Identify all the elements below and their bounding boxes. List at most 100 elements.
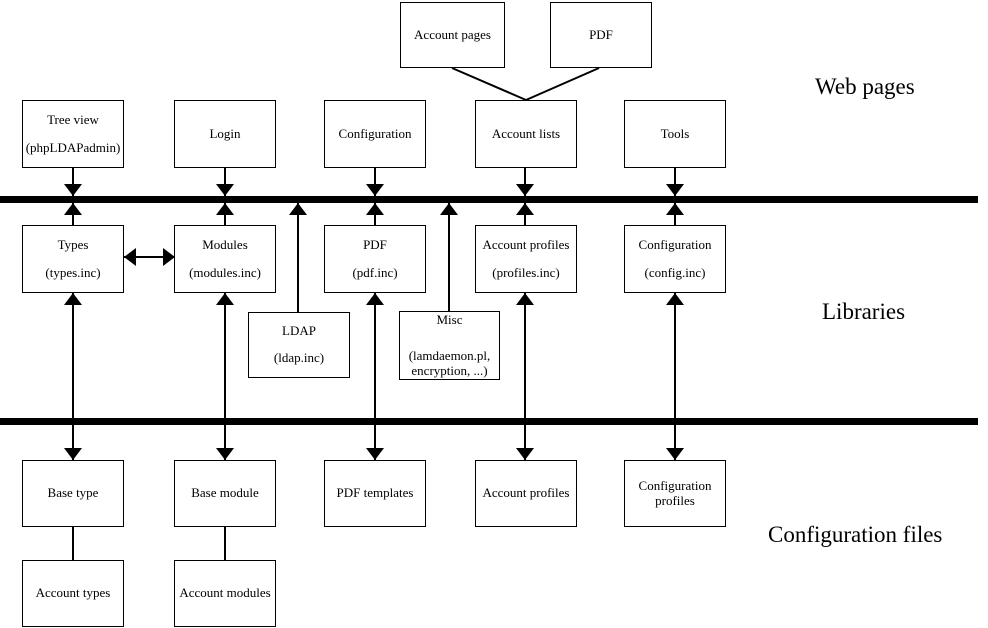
- box-label: Account pages: [414, 26, 491, 42]
- arrowhead-up: [64, 293, 82, 305]
- box-pdf-lib: PDF (pdf.inc): [324, 225, 426, 293]
- arrowhead-up: [666, 293, 684, 305]
- arrowhead-up: [516, 293, 534, 305]
- box-label: Account profiles: [482, 236, 570, 252]
- box-label: Tools: [660, 125, 690, 141]
- box-base-module: Base module: [174, 460, 276, 527]
- line-ldap-to-bus: [297, 203, 299, 312]
- line-base-module-to-account-modules: [224, 527, 226, 560]
- line-login-to-bus: [224, 168, 226, 196]
- arrowhead-up: [366, 293, 384, 305]
- box-sublabel: (modules.inc): [189, 264, 261, 280]
- box-sublabel: (pdf.inc): [352, 264, 398, 280]
- box-ldap: LDAP (ldap.inc): [248, 312, 350, 378]
- box-configuration-profiles: Configuration profiles: [624, 460, 726, 527]
- box-account-types: Account types: [22, 560, 124, 627]
- arrowhead-down: [64, 184, 82, 196]
- section-label-web-pages: Web pages: [815, 74, 915, 99]
- arrowhead-up: [366, 203, 384, 215]
- line-pdf-lib-to-pdf-templates: [374, 293, 376, 460]
- line-tree-view-to-bus: [72, 168, 74, 196]
- box-label: Types: [57, 236, 89, 252]
- arrowhead-down: [516, 184, 534, 196]
- bus-libraries-to-config-files: [0, 418, 978, 425]
- box-configuration-page: Configuration: [324, 100, 426, 168]
- arrowhead-up: [216, 293, 234, 305]
- line-modules-to-base-module: [224, 293, 226, 460]
- box-login: Login: [174, 100, 276, 168]
- box-account-profiles-lib: Account profiles (profiles.inc): [475, 225, 577, 293]
- arrowhead-up: [516, 203, 534, 215]
- box-label: Account modules: [179, 585, 271, 601]
- box-base-type: Base type: [22, 460, 124, 527]
- line-base-type-to-account-types: [72, 527, 74, 560]
- arrowhead-down: [366, 184, 384, 196]
- box-label: Account lists: [491, 125, 561, 141]
- box-label: Login: [209, 125, 241, 141]
- arrowhead-down: [666, 184, 684, 196]
- arrowhead-up: [289, 203, 307, 215]
- box-label: PDF: [589, 26, 613, 42]
- box-account-pages: Account pages: [400, 2, 505, 68]
- box-label: Modules: [202, 236, 248, 252]
- box-label: Configuration: [638, 477, 712, 493]
- line-account-lists-to-bus: [524, 168, 526, 196]
- line-profiles-lib-to-profiles-files: [524, 293, 526, 460]
- line-types-modules: [124, 256, 175, 258]
- box-account-modules: Account modules: [174, 560, 276, 627]
- section-label-configuration-files: Configuration files: [768, 522, 943, 547]
- box-label: Configuration: [638, 236, 712, 252]
- section-label-libraries: Libraries: [822, 299, 906, 324]
- line-misc-to-bus: [448, 203, 450, 311]
- box-sublabel: (config.inc): [644, 264, 706, 280]
- box-sublabel: (profiles.inc): [492, 264, 560, 280]
- arrowhead-up: [440, 203, 458, 215]
- box-sublabel: (phpLDAPadmin): [25, 139, 121, 155]
- line-account-pages-to-account-lists: [451, 67, 527, 101]
- box-misc: Misc (lamdaemon.pl, encryption, ...): [399, 311, 500, 380]
- box-label: Tree view: [47, 111, 99, 127]
- box-account-lists: Account lists: [475, 100, 577, 168]
- box-label: LDAP: [282, 323, 316, 339]
- arrowhead-down: [64, 448, 82, 460]
- box-label: Account profiles: [482, 485, 570, 501]
- box-sublabel-line: encryption, ...): [411, 363, 488, 379]
- box-configuration-lib: Configuration (config.inc): [624, 225, 726, 293]
- box-sublabel: (ldap.inc): [273, 350, 325, 366]
- box-label: Configuration: [338, 125, 412, 141]
- arrowhead-down: [216, 184, 234, 196]
- box-tree-view: Tree view (phpLDAPadmin): [22, 100, 124, 168]
- box-tools: Tools: [624, 100, 726, 168]
- box-label: Account types: [35, 585, 111, 601]
- box-sublabel: (lamdaemon.pl, encryption, ...): [408, 348, 491, 379]
- bus-web-to-libraries: [0, 196, 978, 203]
- line-pdf-to-account-lists: [525, 67, 600, 101]
- arrowhead-up: [216, 203, 234, 215]
- arrowhead-down: [666, 448, 684, 460]
- box-sublabel: (types.inc): [45, 264, 101, 280]
- box-modules: Modules (modules.inc): [174, 225, 276, 293]
- line-types-to-base-type: [72, 293, 74, 460]
- line-configuration-to-bus: [374, 168, 376, 196]
- box-account-profiles-files: Account profiles: [475, 460, 577, 527]
- box-pdf-page: PDF: [550, 2, 652, 68]
- arrowhead-down: [216, 448, 234, 460]
- box-pdf-templates: PDF templates: [324, 460, 426, 527]
- line-tools-to-bus: [674, 168, 676, 196]
- box-label: PDF templates: [336, 485, 414, 501]
- arrowhead-up: [64, 203, 82, 215]
- arrowhead-up: [666, 203, 684, 215]
- arrowhead-right: [163, 248, 175, 266]
- arrowhead-down: [366, 448, 384, 460]
- box-types: Types (types.inc): [22, 225, 124, 293]
- box-label: profiles: [655, 492, 695, 508]
- box-label: Base type: [47, 485, 99, 501]
- box-label: Base module: [191, 485, 259, 501]
- box-label: Misc: [436, 312, 463, 327]
- box-label: PDF: [363, 236, 387, 252]
- line-config-lib-to-config-profiles: [674, 293, 676, 460]
- box-sublabel-line: (lamdaemon.pl,: [408, 348, 491, 364]
- arrowhead-left: [124, 248, 136, 266]
